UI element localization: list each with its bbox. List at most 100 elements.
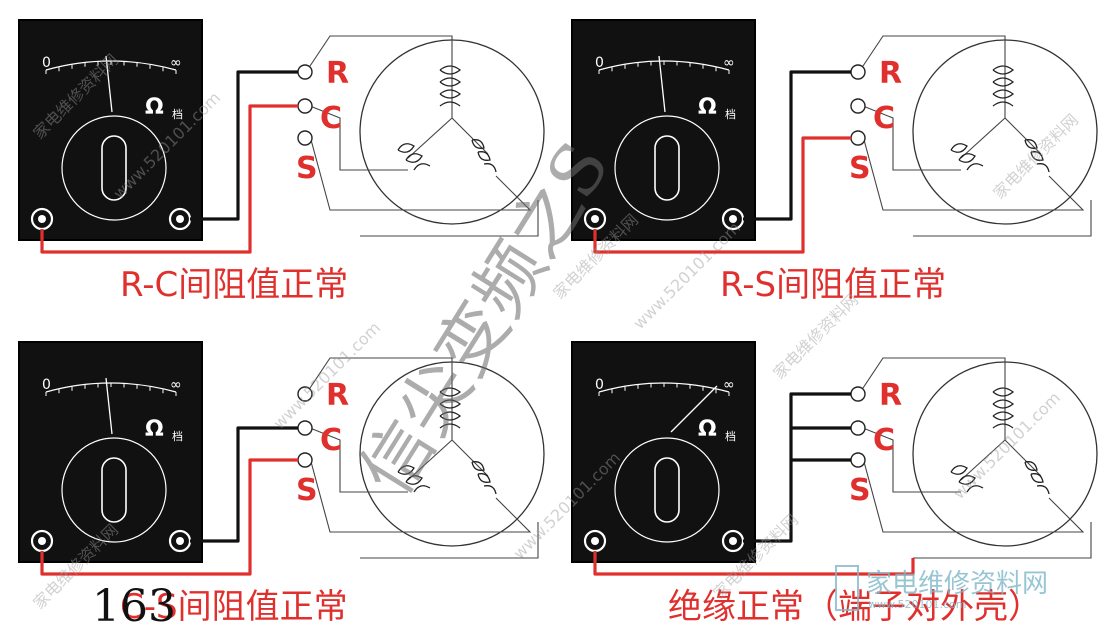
logo-sub-text: www.520101.com	[868, 598, 966, 611]
meter-body	[18, 19, 203, 241]
black-test-lead	[190, 70, 298, 221]
winding-r-coil	[992, 65, 1015, 107]
lead-c	[309, 105, 408, 171]
range-dial	[61, 437, 167, 543]
panel-caption: 绝缘正常（端子对外壳）	[668, 587, 1042, 627]
scale-infinity-label: ∞	[170, 55, 182, 71]
ohm-range-label: Ω	[145, 417, 164, 442]
scale-zero-label: 0	[595, 377, 604, 393]
meter-needle	[658, 55, 666, 113]
winding-star	[960, 70, 1042, 159]
site-logo: 家电维修资料网 www.520101.com	[835, 565, 1048, 611]
range-suffix-label: 档	[172, 429, 183, 443]
lead-case	[360, 522, 539, 559]
selector-knob	[101, 457, 127, 523]
meter-needle	[105, 377, 113, 435]
terminal-r-label: R	[326, 56, 349, 91]
terminal-c-label: C	[873, 101, 895, 136]
winding-s-coil	[1024, 461, 1050, 495]
meter-body	[18, 341, 203, 563]
meter-body	[571, 19, 756, 241]
meter-needle	[105, 55, 113, 113]
selector-knob	[654, 135, 680, 201]
scale-infinity-label: ∞	[723, 377, 735, 393]
selector-knob	[654, 457, 680, 523]
ohm-range-label: Ω	[698, 95, 717, 120]
lead-c	[862, 105, 961, 171]
lead-c	[862, 427, 961, 493]
scale-zero-label: 0	[42, 55, 51, 71]
ohm-range-label: Ω	[145, 95, 164, 120]
terminal-c	[297, 98, 313, 114]
range-suffix-label: 档	[172, 107, 183, 121]
winding-s-coil	[471, 139, 497, 173]
winding-r-coil	[439, 387, 462, 429]
ohm-jack-core	[176, 215, 184, 223]
terminal-c	[297, 420, 313, 436]
watermark-url-text: www.520101.com	[949, 388, 1064, 503]
lead-c	[309, 427, 408, 493]
winding-r-coil	[992, 387, 1015, 429]
range-dial	[614, 115, 720, 221]
watermark-site-text: 家电维修资料网	[989, 110, 1082, 203]
terminal-r	[297, 64, 313, 80]
lead-s	[309, 135, 532, 211]
terminal-s-label: S	[849, 151, 871, 186]
winding-c-coil	[397, 143, 431, 171]
winding-star	[407, 70, 489, 159]
terminal-r-label: R	[879, 56, 902, 91]
scale-zero-label: 0	[595, 55, 604, 71]
range-dial	[614, 437, 720, 543]
lead-s	[862, 457, 1085, 533]
common-jack-core	[591, 215, 599, 223]
terminal-s	[297, 452, 313, 468]
winding-c-coil	[950, 143, 984, 171]
terminal-r-label: R	[879, 378, 902, 413]
terminal-s-label: S	[296, 473, 318, 508]
compressor-motor: RCS	[849, 357, 1098, 559]
ohm-jack-core	[176, 537, 184, 545]
ohm-jack-core	[729, 215, 737, 223]
terminal-s	[850, 130, 866, 146]
lead-s	[309, 457, 532, 533]
scale-infinity-label: ∞	[723, 55, 735, 71]
terminal-s-label: S	[849, 473, 871, 508]
terminal-c-label: C	[320, 101, 342, 136]
terminal-c	[850, 420, 866, 436]
terminal-r	[297, 386, 313, 402]
logo-mark-icon	[835, 565, 859, 611]
lead-case	[360, 200, 539, 237]
winding-s-coil	[1024, 139, 1050, 173]
black-test-lead	[743, 70, 851, 221]
ohm-jack-core	[729, 537, 737, 545]
winding-s-coil	[471, 461, 497, 495]
terminal-c-label: C	[873, 423, 895, 458]
lead-r	[862, 35, 1006, 70]
panel-caption: C-S间阻值正常	[120, 587, 348, 627]
scale-zero-label: 0	[42, 377, 51, 393]
range-suffix-label: 档	[725, 107, 736, 121]
meter-body	[571, 341, 756, 563]
terminal-s	[297, 130, 313, 146]
panel-caption: R-C间阻值正常	[120, 265, 348, 305]
page-number: 163	[92, 581, 176, 632]
lead-r	[309, 357, 453, 392]
lead-case	[913, 200, 1092, 237]
selector-knob	[101, 135, 127, 201]
terminal-c	[850, 98, 866, 114]
red-test-lead	[593, 136, 851, 254]
compressor-motor: RCS	[296, 35, 545, 237]
watermark-url-text: www.520101.com	[269, 318, 384, 433]
lead-r	[309, 35, 453, 70]
lead-case	[913, 522, 1092, 559]
terminal-r	[850, 64, 866, 80]
winding-r-coil	[439, 65, 462, 107]
terminal-r	[850, 386, 866, 402]
black-test-lead	[743, 392, 851, 543]
